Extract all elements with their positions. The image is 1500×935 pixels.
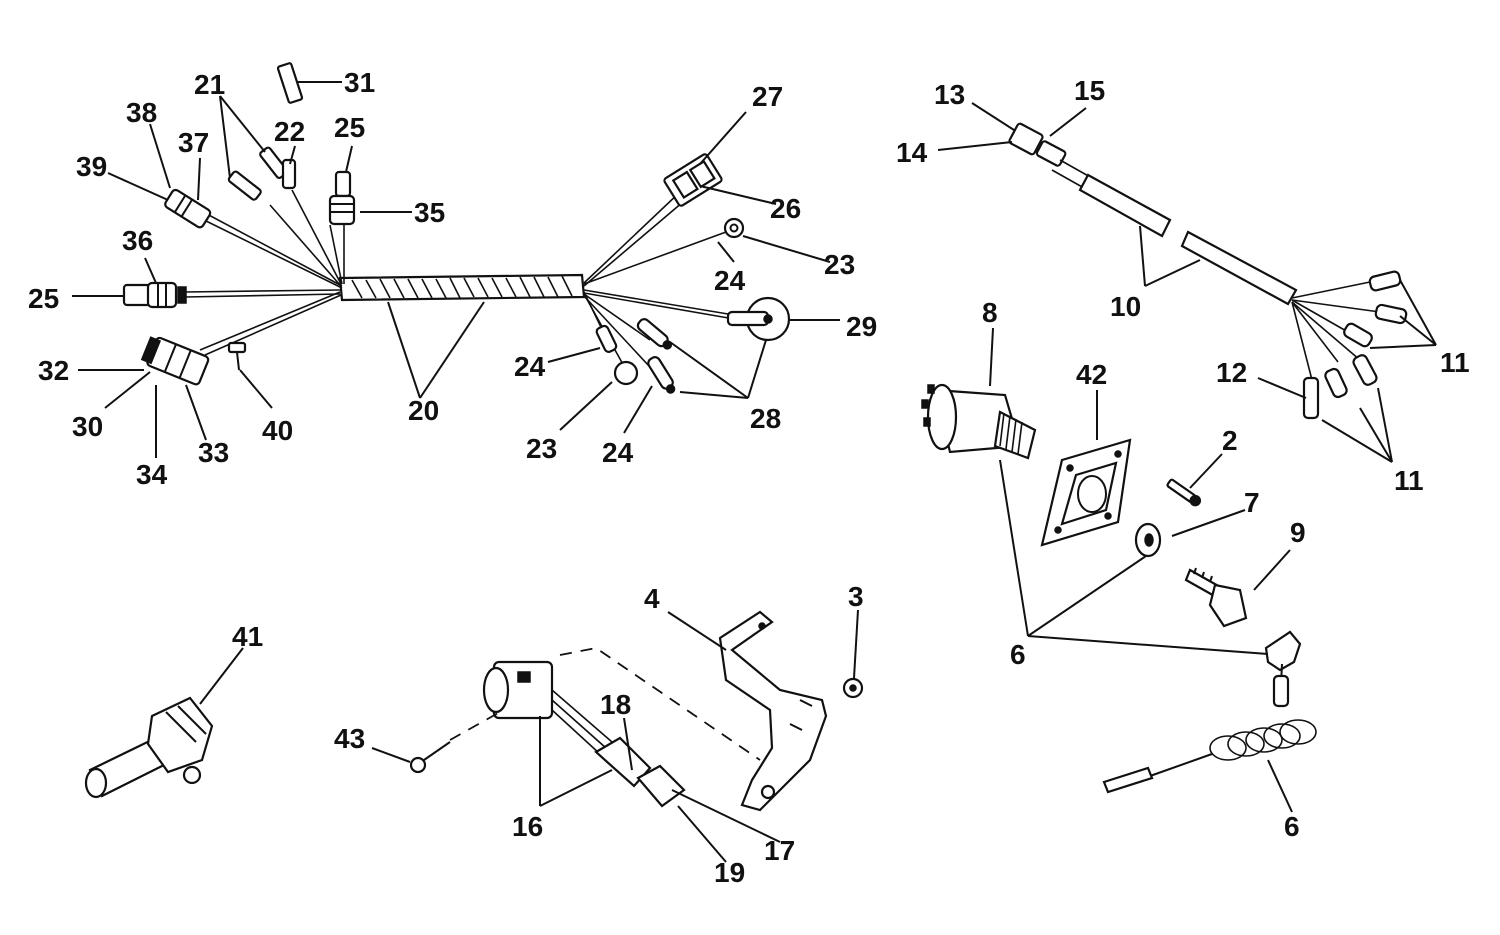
connector-25-top	[328, 170, 356, 226]
terminal-11-e	[1324, 367, 1348, 399]
screw-43	[409, 741, 451, 774]
callout-39: 39	[76, 151, 107, 182]
mounting-plate-42	[1040, 438, 1132, 547]
callout-42: 42	[1076, 359, 1107, 390]
callout-24-lower: 24	[602, 437, 634, 468]
callout-11-lower: 11	[1394, 465, 1424, 496]
callout-16: 16	[512, 811, 543, 842]
callout-12: 12	[1216, 357, 1247, 388]
callout-29: 29	[846, 311, 877, 342]
callout-32: 32	[38, 355, 69, 386]
callout-31: 31	[344, 67, 375, 98]
callout-40: 40	[262, 415, 293, 446]
callout-22: 22	[274, 116, 305, 147]
dashed-mount-lines	[449, 647, 761, 761]
terminal-21-lower	[227, 170, 262, 201]
callout-23-lower: 23	[526, 433, 557, 464]
nut-3	[842, 677, 864, 699]
connector-36	[122, 281, 187, 309]
callout-24-left: 24	[514, 351, 546, 382]
bullet-connector-28-lower	[647, 356, 676, 394]
terminal-11-d	[1352, 354, 1378, 386]
connector-39	[164, 188, 212, 229]
callout-41: 41	[232, 621, 263, 652]
leader-lines	[72, 81, 1437, 863]
terminal-12	[1302, 376, 1320, 420]
callout-2: 2	[1222, 425, 1238, 456]
callout-27: 27	[752, 81, 783, 112]
callout-38: 38	[126, 97, 157, 128]
callout-33: 33	[198, 437, 229, 468]
terminal-22	[281, 158, 297, 190]
callout-34: 34	[136, 459, 168, 490]
connector-13	[1008, 122, 1067, 167]
part-31-sleeve	[276, 62, 304, 104]
callout-26: 26	[770, 193, 801, 224]
callout-25-left: 25	[28, 283, 59, 314]
callout-15: 15	[1074, 75, 1105, 106]
connector-27	[663, 153, 723, 207]
callout-18: 18	[600, 689, 631, 720]
callout-14: 14	[896, 137, 928, 168]
harness-sheath	[338, 273, 586, 302]
left-wire-bundle	[184, 189, 345, 356]
callout-7: 7	[1244, 487, 1260, 518]
nut-7	[1134, 522, 1162, 558]
terminal-11-c	[1343, 322, 1373, 348]
callout-21: 21	[194, 69, 225, 100]
callout-23-upper: 23	[824, 249, 855, 280]
callout-13: 13	[934, 79, 965, 110]
callout-37: 37	[178, 127, 209, 158]
callout-6-upper: 6	[1010, 639, 1026, 670]
ring-terminal-23-upper	[723, 217, 745, 239]
switch-41	[84, 696, 214, 799]
sleeve-17-19	[636, 764, 686, 808]
lanyard-clip-6	[1102, 630, 1317, 794]
callout-9: 9	[1290, 517, 1306, 548]
callout-20: 20	[408, 395, 439, 426]
key-switch-8	[921, 383, 1037, 460]
sensor-29	[726, 296, 791, 342]
callout-17: 17	[764, 835, 795, 866]
callout-3: 3	[848, 581, 864, 612]
callout-10: 10	[1110, 291, 1141, 322]
terminal-24-lower	[595, 324, 618, 353]
callout-30: 30	[72, 411, 103, 442]
ring-terminal-23-lower	[613, 360, 639, 386]
callout-24-upper: 24	[714, 265, 746, 296]
extension-harness	[1008, 122, 1408, 420]
callout-19: 19	[714, 857, 745, 888]
screw-2	[1166, 478, 1202, 507]
harness-assembly	[122, 62, 791, 394]
terminal-11-a	[1368, 270, 1402, 292]
callout-43: 43	[334, 723, 365, 754]
callout-36: 36	[122, 225, 153, 256]
switch-16	[482, 660, 652, 788]
callout-6-lower: 6	[1284, 811, 1300, 842]
terminal-11-b	[1374, 303, 1408, 325]
callout-labels: 31 21 22 25 38 37 39 35 36 25 32 30 40 3…	[28, 67, 1470, 888]
bracket-4	[718, 610, 828, 812]
key-9	[1184, 567, 1248, 628]
callout-11-upper: 11	[1440, 347, 1470, 378]
callout-35: 35	[414, 197, 445, 228]
callout-4: 4	[644, 583, 660, 614]
pin-40	[227, 341, 247, 371]
bullet-connector-28-upper	[636, 318, 673, 350]
callout-8: 8	[982, 297, 998, 328]
connector-30	[140, 336, 210, 386]
callout-25-top: 25	[334, 112, 365, 143]
callout-28: 28	[750, 403, 781, 434]
